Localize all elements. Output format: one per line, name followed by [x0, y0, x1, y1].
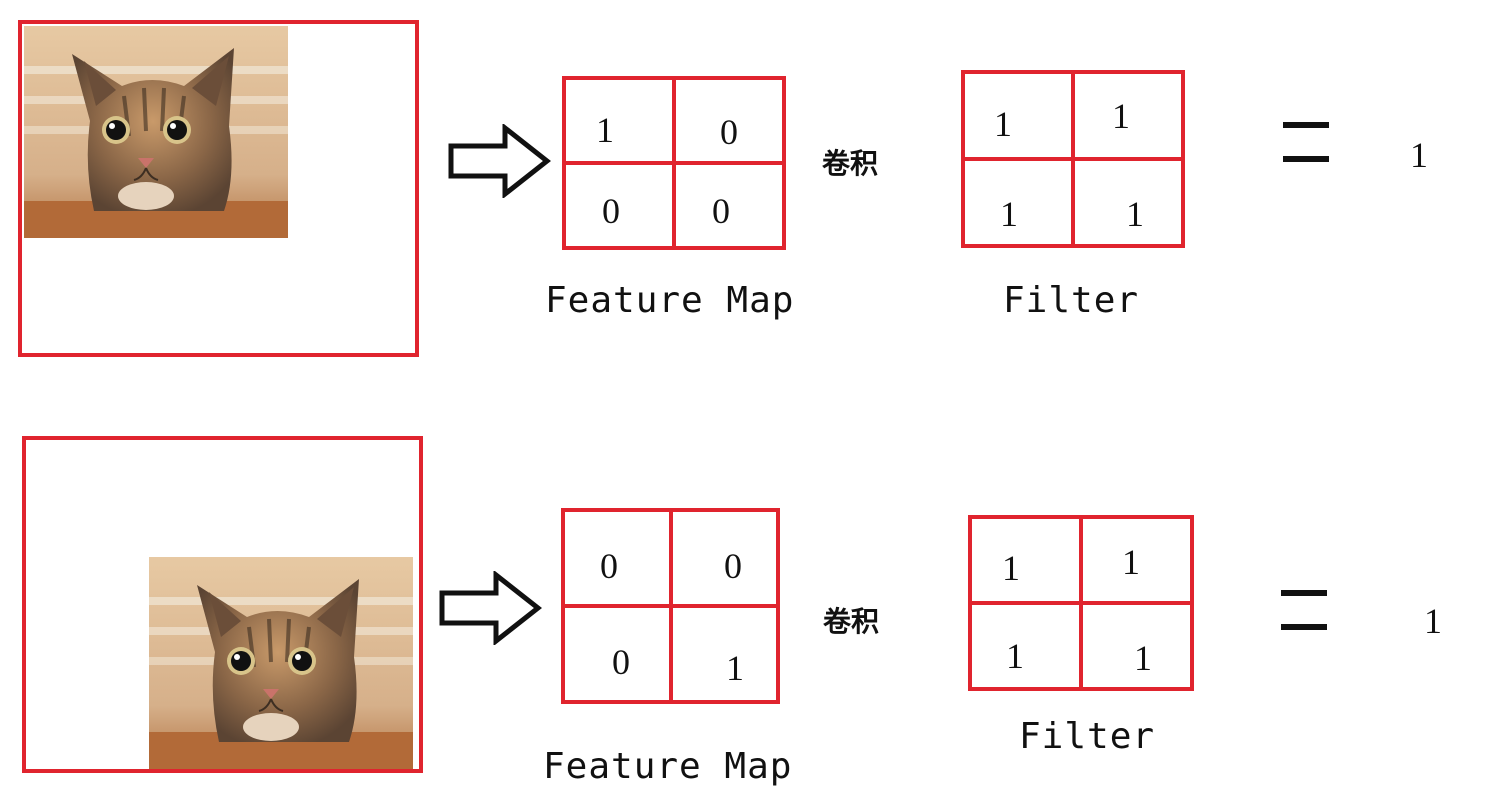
- feature-map-cell: 1: [596, 110, 614, 150]
- feature-map-label: Feature Map: [543, 746, 793, 787]
- cat-photo-1: [24, 26, 288, 238]
- filter-cell: 1: [1002, 548, 1020, 588]
- equals-sign-1: [1283, 122, 1329, 166]
- feature-map-label: Feature Map: [545, 280, 795, 321]
- filter-label: Filter: [1003, 280, 1140, 321]
- feature-map-cell: 0: [612, 642, 630, 682]
- feature-map-grid-1: [562, 76, 786, 250]
- convolution-operator-label: 卷积: [823, 605, 880, 638]
- feature-map-cell: 0: [724, 546, 742, 586]
- feature-map-cell: 0: [720, 112, 738, 152]
- feature-map-cell: 1: [726, 648, 744, 688]
- result-value: 1: [1410, 135, 1428, 175]
- cat-photo-2: [149, 557, 413, 769]
- filter-cell: 1: [1122, 542, 1140, 582]
- filter-label: Filter: [1019, 716, 1156, 757]
- equals-sign-2: [1281, 590, 1327, 632]
- feature-map-cell: 0: [600, 546, 618, 586]
- feature-map-grid-2: [561, 508, 780, 704]
- result-value: 1: [1424, 601, 1442, 641]
- filter-grid-2: [968, 515, 1194, 691]
- convolution-operator-label: 卷积: [822, 147, 879, 180]
- feature-map-cell: 0: [712, 191, 730, 231]
- right-arrow-icon-2: [439, 571, 542, 645]
- filter-cell: 1: [1112, 96, 1130, 136]
- feature-map-cell: 0: [602, 191, 620, 231]
- filter-cell: 1: [1006, 636, 1024, 676]
- filter-cell: 1: [1126, 194, 1144, 234]
- filter-cell: 1: [994, 104, 1012, 144]
- filter-grid-1: [961, 70, 1185, 248]
- right-arrow-icon-1: [448, 124, 551, 198]
- filter-cell: 1: [1000, 194, 1018, 234]
- filter-cell: 1: [1134, 638, 1152, 678]
